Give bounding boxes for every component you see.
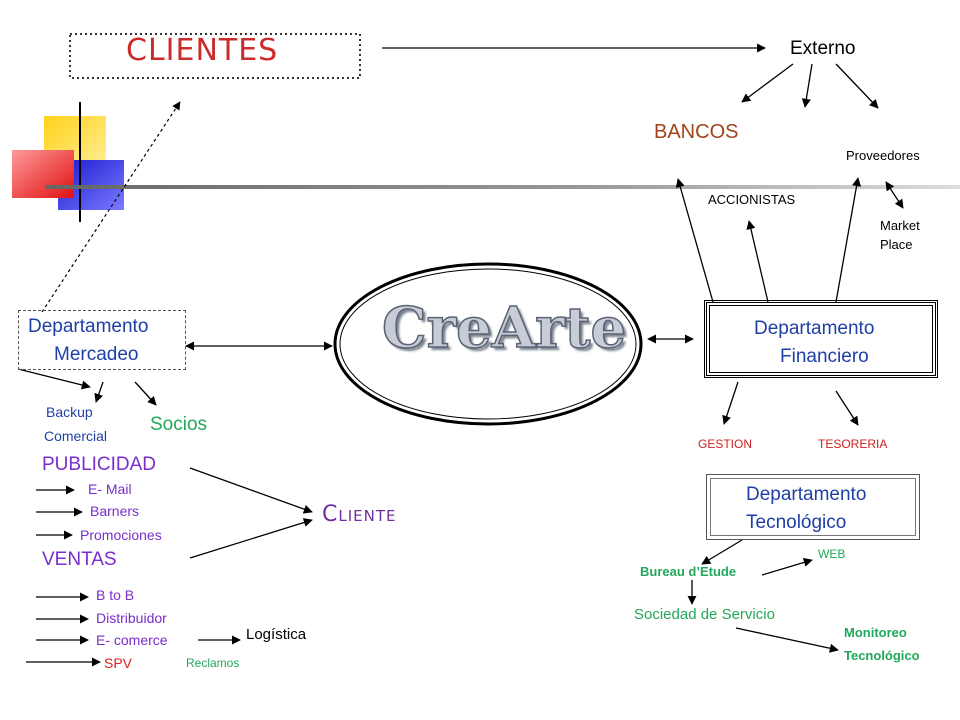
mercadeo-title-2: Mercadeo (54, 344, 139, 365)
tecnologico-box (706, 474, 920, 540)
proveedores-label: Proveedores (846, 148, 920, 163)
monitoreo-label-2: Tecnológico (844, 648, 920, 663)
clientes-title: CLIENTES (126, 33, 279, 68)
decorative-squares (12, 102, 124, 222)
backup-label-2: Comercial (44, 428, 108, 444)
promociones-label: Promociones (80, 527, 162, 543)
tecnologico-title-2: Tecnológico (746, 512, 847, 533)
barners-label: Barners (90, 503, 140, 519)
sociedad-label: Sociedad de Servicio (634, 606, 775, 623)
tesoreria-label: TESORERIA (818, 437, 888, 451)
ventas-label: VENTAS (42, 549, 117, 570)
externo-label: Externo (790, 38, 856, 59)
mercadeo-box (18, 310, 186, 370)
monitoreo-label-1: Monitoreo (844, 625, 907, 640)
header-rule (46, 185, 960, 189)
cliente-label: Cliente (322, 502, 397, 527)
financiero-title-1: Departamento (754, 318, 875, 339)
clientes-frame (69, 33, 361, 79)
bureau-label: Bureau d’Etude (640, 564, 737, 579)
reclamos-label: Reclamos (186, 656, 240, 670)
financiero-box (704, 300, 938, 378)
tecnologico-title-1: Departamento (746, 484, 867, 505)
crearte-logo: CreArte (381, 295, 627, 361)
distribuidor-label: Distribuidor (96, 610, 167, 626)
market-place-label-2: Place (880, 237, 913, 252)
bancos-label: BANCOS (654, 121, 739, 143)
btob-label: B to B (96, 587, 135, 603)
socios-label: Socios (150, 414, 208, 435)
accionistas-label: ACCIONISTAS (708, 192, 796, 207)
spv-label: SPV (104, 655, 133, 671)
connectors (17, 43, 904, 667)
publicidad-label: PUBLICIDAD (42, 454, 157, 475)
gestion-label: GESTION (698, 437, 753, 451)
mercadeo-title-1: Departamento (28, 316, 149, 337)
market-place-label-1: Market (880, 218, 920, 233)
backup-label-1: Backup (46, 404, 93, 420)
ecomerce-label: E- comerce (96, 632, 168, 648)
crearte-ellipse (333, 262, 643, 426)
email-label: E- Mail (88, 481, 132, 497)
logistica-label: Logística (246, 626, 307, 643)
financiero-title-2: Financiero (780, 346, 869, 367)
web-label: WEB (818, 547, 846, 561)
